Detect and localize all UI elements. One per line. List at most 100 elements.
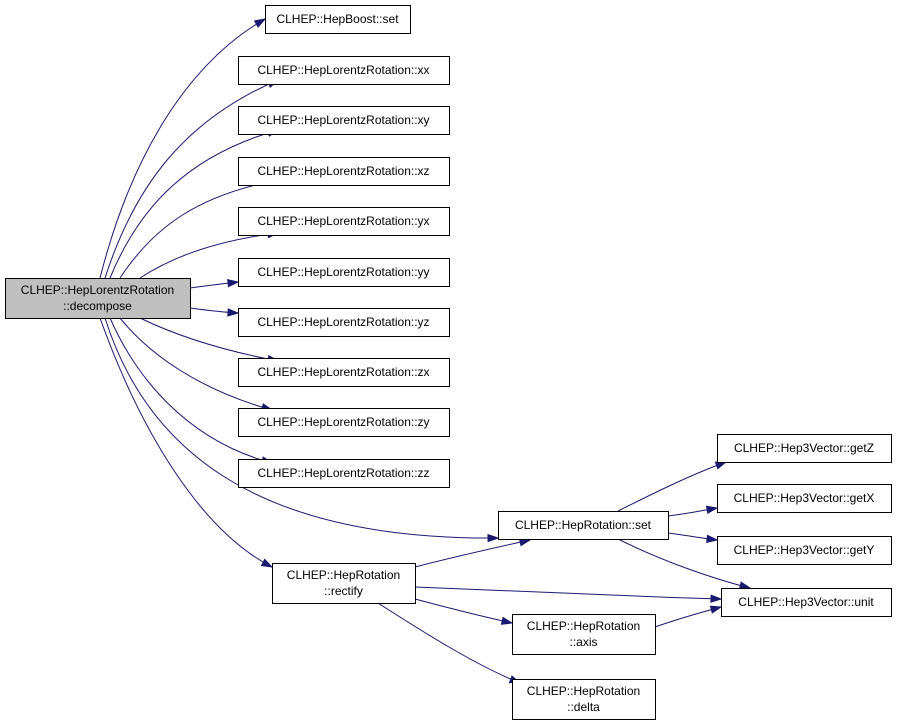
edge-line (99, 317, 273, 568)
node-axis[interactable]: CLHEP::HepRotation::axis (512, 614, 656, 655)
edge-decompose-to-xy (109, 128, 280, 279)
edge-decompose-to-yy (189, 278, 240, 289)
node-label: CLHEP::HepBoost::set (276, 12, 399, 26)
edge-rectify-to-unit (414, 586, 723, 603)
arrowhead-icon (706, 534, 719, 543)
node-box[interactable] (512, 679, 656, 720)
node-getZ[interactable]: CLHEP::Hep3Vector::getZ (717, 434, 892, 463)
edge-rot_set-to-getX (667, 505, 719, 517)
edge-line (104, 317, 499, 539)
node-yx[interactable]: CLHEP::HepLorentzRotation::yx (238, 207, 450, 236)
node-label: CLHEP::Hep3Vector::getZ (734, 441, 874, 455)
node-box[interactable] (238, 157, 450, 186)
edge-rectify-to-delta (377, 602, 522, 684)
node-xy[interactable]: CLHEP::HepLorentzRotation::xy (238, 106, 450, 135)
edge-line (139, 317, 279, 362)
arrowhead-icon (500, 616, 514, 625)
edge-rot_set-to-getY (667, 532, 719, 543)
arrowhead-icon (705, 505, 719, 514)
node-zx[interactable]: CLHEP::HepLorentzRotation::zx (238, 358, 450, 387)
node-label: CLHEP::HepLorentzRotation::yy (257, 265, 429, 279)
node-box[interactable] (238, 258, 450, 287)
edge-rectify-to-axis (414, 598, 514, 625)
node-label: CLHEP::HepRotation (527, 684, 640, 698)
function-nodes: CLHEP::HepLorentzRotation::decomposeCLHE… (5, 5, 892, 720)
node-label: CLHEP::HepRotation (527, 619, 640, 633)
edge-decompose-to-boost_set (99, 18, 267, 279)
node-label: CLHEP::HepLorentzRotation::yz (257, 315, 429, 329)
arrowhead-icon (709, 605, 723, 614)
node-box[interactable] (498, 511, 669, 540)
node-zy[interactable]: CLHEP::HepLorentzRotation::zy (238, 408, 450, 437)
edge-decompose-to-rot_set (104, 317, 500, 543)
node-label: CLHEP::HepLorentzRotation (21, 283, 174, 297)
node-xx[interactable]: CLHEP::HepLorentzRotation::xx (238, 56, 450, 85)
edge-rot_set-to-getZ (617, 461, 728, 512)
node-box[interactable] (721, 588, 892, 617)
node-box[interactable] (265, 5, 411, 34)
node-boost_set[interactable]: CLHEP::HepBoost::set (265, 5, 411, 34)
node-label: CLHEP::HepLorentzRotation::zy (257, 415, 429, 429)
edge-decompose-to-rectify (99, 317, 274, 568)
node-delta[interactable]: CLHEP::HepRotation::delta (512, 679, 656, 720)
node-box[interactable] (272, 563, 416, 604)
arrowhead-icon (738, 581, 752, 590)
node-label: CLHEP::HepLorentzRotation::xx (257, 63, 429, 77)
node-zz[interactable]: CLHEP::HepLorentzRotation::zz (238, 459, 450, 488)
edge-line (617, 461, 727, 512)
node-rot_set[interactable]: CLHEP::HepRotation::set (498, 511, 669, 540)
arrowhead-icon (714, 461, 728, 470)
edge-decompose-to-yz (189, 307, 240, 317)
arrowhead-icon (227, 278, 240, 288)
node-decompose[interactable]: CLHEP::HepLorentzRotation::decompose (5, 278, 191, 319)
edge-line (104, 79, 279, 279)
arrowhead-icon (260, 558, 274, 568)
node-rectify[interactable]: CLHEP::HepRotation::rectify (272, 563, 416, 604)
node-label: CLHEP::HepLorentzRotation::zz (257, 466, 429, 480)
node-label: ::decompose (63, 299, 132, 313)
node-label: CLHEP::Hep3Vector::getX (734, 491, 875, 505)
edge-rectify-to-rot_set (414, 538, 532, 568)
node-label: CLHEP::HepLorentzRotation::yx (257, 214, 429, 228)
node-getX[interactable]: CLHEP::Hep3Vector::getX (717, 484, 892, 513)
node-box[interactable] (238, 207, 450, 236)
node-box[interactable] (238, 106, 450, 135)
arrowhead-icon (253, 18, 267, 28)
node-box[interactable] (717, 434, 892, 463)
node-label: CLHEP::HepRotation::set (515, 518, 652, 532)
node-yy[interactable]: CLHEP::HepLorentzRotation::yy (238, 258, 450, 287)
arrowhead-icon (487, 533, 500, 543)
node-box[interactable] (717, 536, 892, 565)
node-box[interactable] (5, 278, 191, 319)
node-label: CLHEP::HepLorentzRotation::xy (257, 113, 429, 127)
node-box[interactable] (238, 308, 450, 337)
edge-line (119, 317, 273, 411)
node-box[interactable] (238, 408, 450, 437)
edge-line (617, 538, 751, 589)
node-label: ::axis (569, 635, 597, 649)
node-label: CLHEP::HepRotation (287, 568, 400, 582)
edge-line (414, 539, 531, 568)
node-box[interactable] (512, 614, 656, 655)
node-label: CLHEP::Hep3Vector::getY (734, 543, 875, 557)
node-yz[interactable]: CLHEP::HepLorentzRotation::yz (238, 308, 450, 337)
node-box[interactable] (238, 459, 450, 488)
arrowhead-icon (227, 308, 240, 317)
node-label: CLHEP::HepLorentzRotation::xz (257, 164, 429, 178)
edge-axis-to-unit (654, 605, 723, 628)
edge-decompose-to-zz (109, 317, 274, 465)
edge-line (109, 317, 273, 464)
edge-line (414, 598, 513, 624)
node-getY[interactable]: CLHEP::Hep3Vector::getY (717, 536, 892, 565)
node-label: ::delta (567, 700, 600, 714)
edge-line (414, 586, 722, 600)
node-xz[interactable]: CLHEP::HepLorentzRotation::xz (238, 157, 450, 186)
node-unit[interactable]: CLHEP::Hep3Vector::unit (721, 588, 892, 617)
node-box[interactable] (238, 358, 450, 387)
edge-line (377, 602, 521, 684)
node-label: ::rectify (324, 584, 363, 598)
node-box[interactable] (238, 56, 450, 85)
node-box[interactable] (717, 484, 892, 513)
arrowhead-icon (710, 594, 723, 603)
